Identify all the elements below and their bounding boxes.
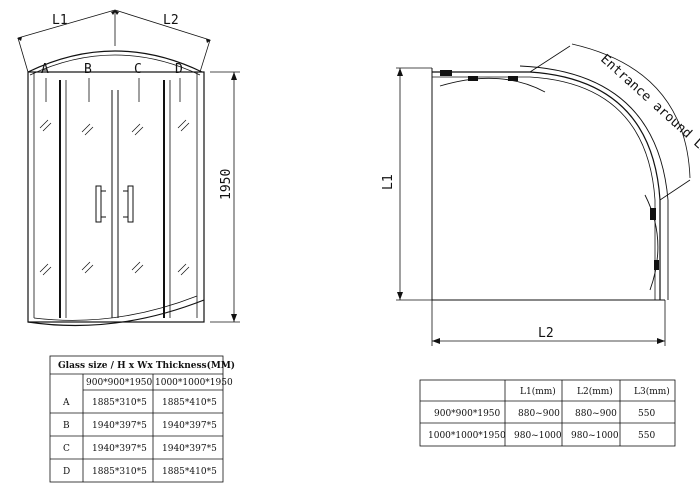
glass-row-a-900: 1885*310*5	[92, 398, 147, 408]
glass-row-d-label: D	[63, 467, 70, 477]
size-header-l1: L1(mm)	[520, 386, 556, 397]
plan-dim-l2: L2	[538, 326, 554, 341]
front-dim-l1: L1	[52, 13, 68, 28]
panel-letter-c: C	[134, 62, 142, 77]
glass-row-a-1000: 1885*410*5	[162, 398, 217, 408]
glass-size-table	[49, 355, 224, 483]
glass-row-b-900: 1940*397*5	[92, 421, 147, 431]
size-header-l3: L3(mm)	[634, 386, 670, 397]
size-row-900-l1: 880~900	[518, 409, 560, 419]
size-row-1000-l1: 980~1000	[514, 431, 562, 441]
size-header-l2: L2(mm)	[577, 386, 613, 397]
glass-row-d-1000: 1885*410*5	[162, 467, 217, 477]
panel-letter-a: A	[41, 62, 49, 77]
size-table	[419, 379, 676, 447]
glass-row-b-1000: 1940*397*5	[162, 421, 217, 431]
front-view	[17, 9, 240, 327]
glass-row-c-900: 1940*397*5	[92, 444, 147, 454]
size-row-1000-l2: 980~1000	[571, 431, 619, 441]
plan-dim-l1: L1	[381, 174, 396, 190]
glass-row-d-900: 1885*310*5	[92, 467, 147, 477]
size-row-900-l3: 550	[638, 409, 655, 419]
panel-letter-d: D	[175, 62, 183, 77]
glass-table-header: Glass size / H x Wx Thickness(MM)	[58, 360, 235, 371]
glass-col-1000: 1000*1000*1950	[155, 378, 233, 388]
glass-row-a-label: A	[62, 398, 70, 408]
glass-row-c-label: C	[63, 444, 70, 454]
front-dim-height: 1950	[219, 169, 234, 200]
glass-col-900: 900*900*1950	[86, 378, 153, 388]
size-row-900-label: 900*900*1950	[434, 409, 501, 419]
size-row-900-l2: 880~900	[575, 409, 617, 419]
glass-row-b-label: B	[63, 421, 70, 431]
panel-letter-b: B	[84, 62, 92, 77]
size-row-1000-l3: 550	[638, 431, 655, 441]
glass-row-c-1000: 1940*397*5	[162, 444, 217, 454]
size-row-1000-label: 1000*1000*1950	[428, 431, 506, 441]
front-dim-l2: L2	[163, 13, 179, 28]
plan-view	[396, 43, 691, 346]
